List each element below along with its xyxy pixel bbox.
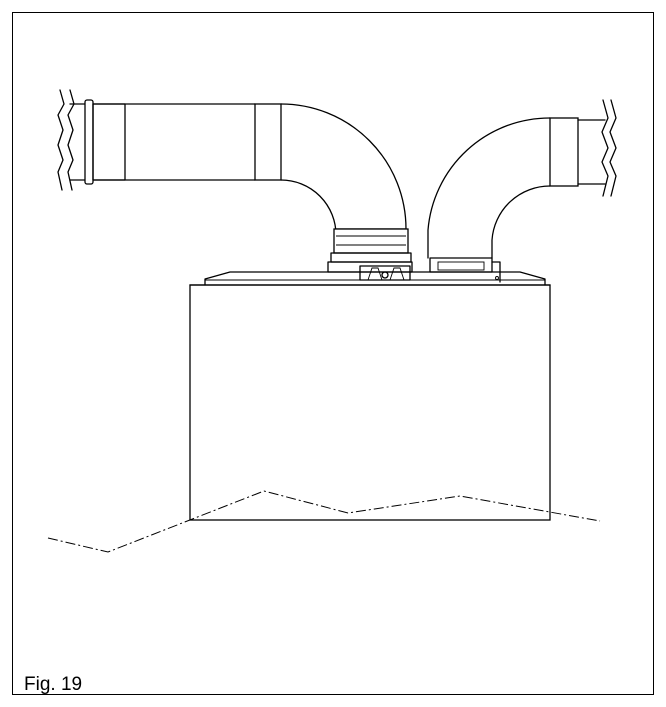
figure-caption: Fig. 19	[24, 674, 83, 695]
boiler-top-plate	[204, 271, 546, 286]
flue-connector	[327, 257, 501, 283]
break-line	[47, 490, 601, 553]
left-flue-pipe	[57, 89, 256, 191]
boiler-body	[189, 284, 551, 521]
right-elbow-bend	[427, 117, 579, 259]
right-flue-pipe	[577, 99, 617, 197]
left-elbow-bend	[254, 103, 412, 263]
